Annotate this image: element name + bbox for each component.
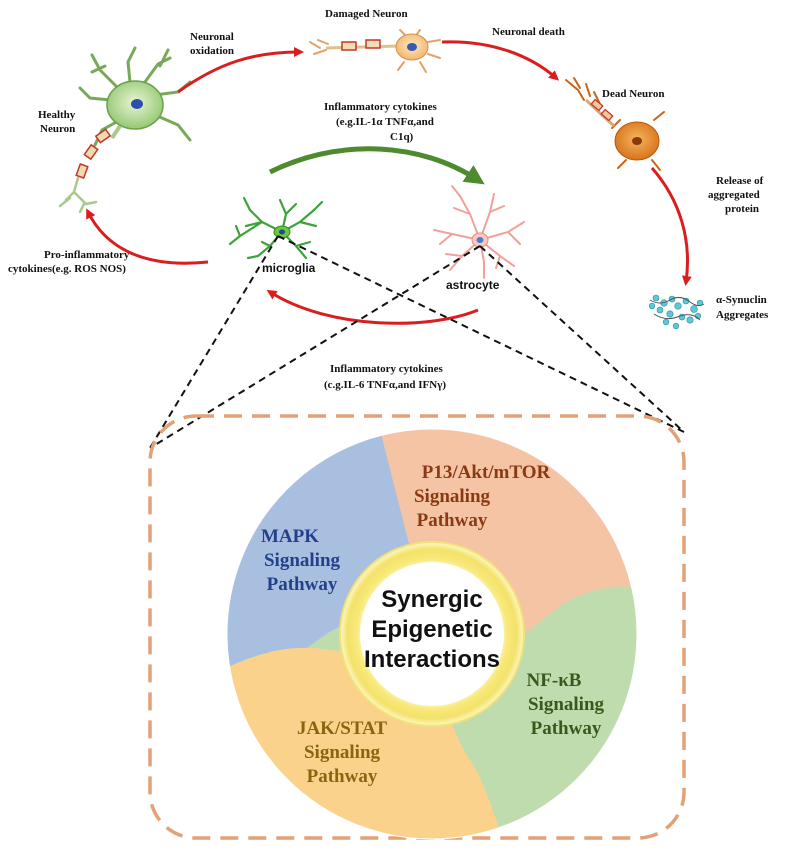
center-label-2: Epigenetic: [371, 616, 492, 643]
center-core: [360, 562, 504, 706]
neuronal-oxidation-label-2: oxidation: [190, 45, 234, 57]
jak-label: JAK/STAT Signaling Pathway: [297, 718, 387, 787]
healthy-neuron-label-2: Neuron: [40, 123, 75, 135]
pi3k-label-2: Signaling: [414, 486, 491, 507]
microglia-label: microglia: [262, 261, 316, 275]
nfkb-label-2: Signaling: [528, 694, 605, 715]
synuclein-label-1: α-Synuclin: [716, 294, 767, 306]
arrow-release: [650, 167, 692, 286]
inflammatory-top-label-3: C1q): [390, 131, 414, 143]
center-label-1: Synergic: [381, 586, 482, 613]
jak-label-3: Pathway: [307, 766, 378, 787]
arrow-pro-inflammatory: [86, 208, 209, 265]
neuronal-death-label: Neuronal death: [492, 26, 565, 38]
pi3k-label: P13/Akt/mTOR Signaling Pathway: [414, 462, 551, 531]
inflammatory-bottom-label-1: Inflammatory cytokines: [330, 363, 443, 375]
nfkb-label-3: Pathway: [531, 718, 602, 739]
damaged-neuron-illustration: [309, 29, 441, 73]
pro-inflammatory-label-2: cytokines(e.g. ROS NOS): [8, 263, 126, 275]
neuronal-oxidation-label-1: Neuronal: [190, 31, 234, 43]
pro-inflammatory-label-1: Pro-inflammatory: [44, 249, 130, 261]
synuclein-aggregates-illustration: [648, 294, 705, 330]
dead-neuron-label: Dead Neuron: [602, 88, 664, 100]
damaged-neuron-label: Damaged Neuron: [325, 8, 408, 20]
zoom-connector-lines: [149, 235, 685, 449]
arrow-microglia-to-astrocyte: [268, 146, 485, 185]
mapk-label: MAPK Signaling Pathway: [261, 526, 341, 595]
healthy-neuron-label-1: Healthy: [38, 109, 76, 121]
inflammatory-top-label-1: Inflammatory cytokines: [324, 101, 437, 113]
arrow-astrocyte-to-microglia: [266, 289, 479, 325]
astrocyte-illustration: [433, 185, 525, 279]
dead-neuron-illustration: [565, 77, 665, 171]
mapk-label-3: Pathway: [267, 574, 338, 595]
nfkb-label-1: NF-κB: [527, 670, 582, 691]
healthy-neuron-illustration: [58, 46, 192, 214]
jak-label-1: JAK/STAT: [297, 718, 387, 739]
inflammatory-bottom-label-2: (c.g.IL-6 TNFα,and IFNγ): [324, 379, 446, 391]
inflammatory-top-label-2: (e.g.IL-1α TNFα,and: [336, 116, 434, 128]
release-label-1: Release of: [716, 175, 764, 187]
pi3k-label-3: Pathway: [417, 510, 488, 531]
release-label-2: aggregated: [708, 189, 760, 201]
synuclein-label-2: Aggregates: [716, 309, 769, 321]
nfkb-label: NF-κB Signaling Pathway: [527, 670, 605, 739]
center-label-3: Interactions: [364, 646, 500, 673]
astrocyte-label: astrocyte: [446, 278, 500, 292]
pi3k-label-1: P13/Akt/mTOR: [422, 462, 551, 483]
arrow-neuronal-death: [441, 40, 559, 81]
mapk-label-2: Signaling: [264, 550, 341, 571]
mapk-label-1: MAPK: [261, 526, 319, 547]
release-label-3: protein: [725, 203, 759, 215]
arrow-oxidation: [177, 47, 304, 94]
jak-label-2: Signaling: [304, 742, 381, 763]
